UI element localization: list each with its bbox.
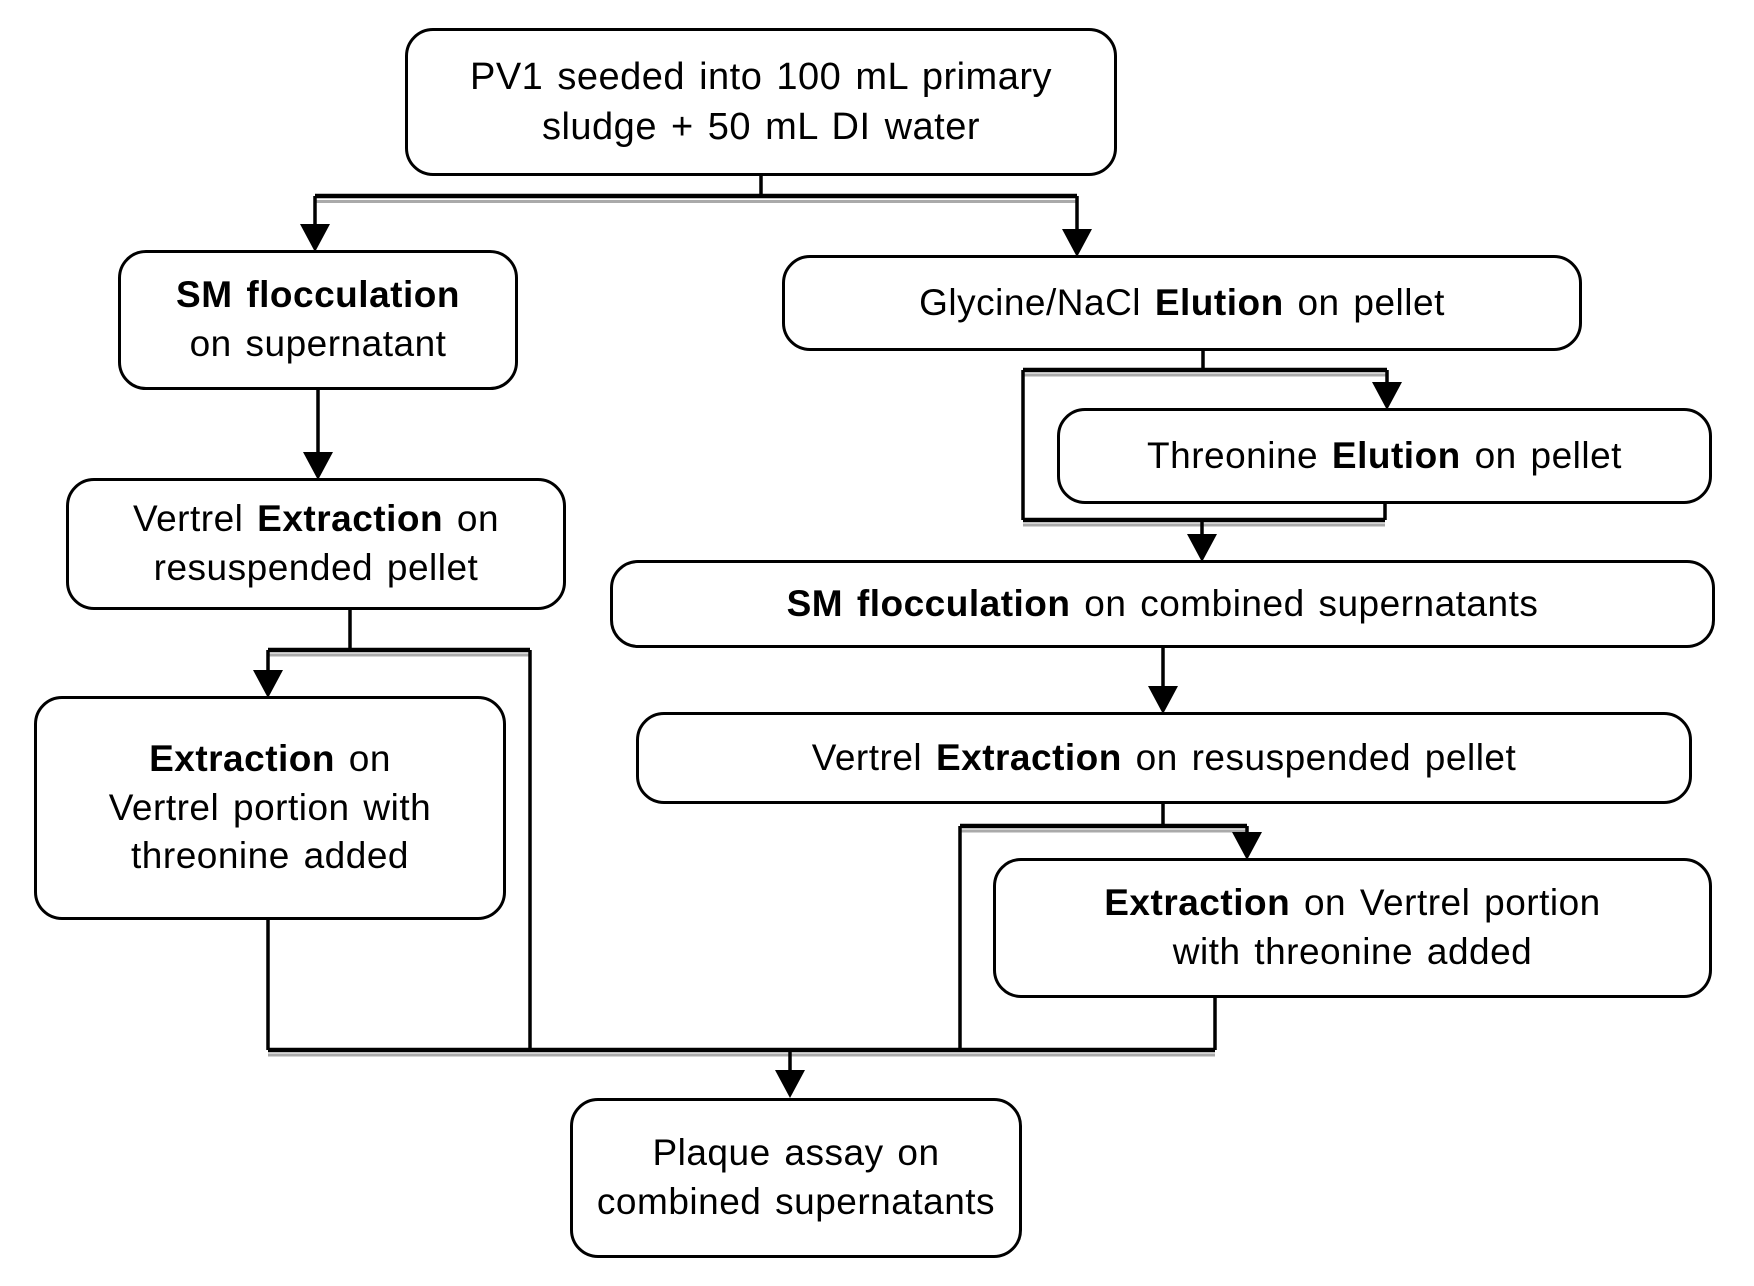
edge-seed-to-glycine-elution bbox=[1062, 196, 1092, 257]
edge-seed-split bbox=[315, 176, 1077, 203]
node-vertrel-extraction-right-label: Vertrel Extraction on resuspended pellet bbox=[811, 736, 1517, 778]
edge-merge-to-sm-flocc-combined bbox=[1023, 504, 1387, 562]
edge-vertrel-left-junction bbox=[253, 610, 532, 1050]
node-sm-flocculation-combined: SM flocculation on combined supernatants bbox=[610, 560, 1715, 648]
edge-seed-to-sm-flocc-left bbox=[300, 196, 330, 252]
edge-glycine-junction bbox=[1021, 351, 1402, 520]
edge-collector-to-plaque bbox=[268, 1047, 1215, 1098]
edge-sm-flocc-left-to-vertrel-left bbox=[303, 390, 333, 480]
node-threonine-elution-label: Threonine Elution on pellet bbox=[1147, 434, 1622, 476]
edge-vertrel-right-junction bbox=[958, 804, 1262, 1050]
node-glycine-nacl-elution-label: Glycine/NaCl Elution on pellet bbox=[919, 281, 1445, 323]
node-glycine-nacl-elution: Glycine/NaCl Elution on pellet bbox=[782, 255, 1582, 351]
node-threonine-elution: Threonine Elution on pellet bbox=[1057, 408, 1712, 504]
edge-sm-flocc-combined-to-vertrel-right bbox=[1148, 648, 1178, 714]
node-vertrel-extraction-right: Vertrel Extraction on resuspended pellet bbox=[636, 712, 1692, 804]
node-sm-flocculation-combined-label: SM flocculation on combined supernatants bbox=[786, 582, 1539, 624]
